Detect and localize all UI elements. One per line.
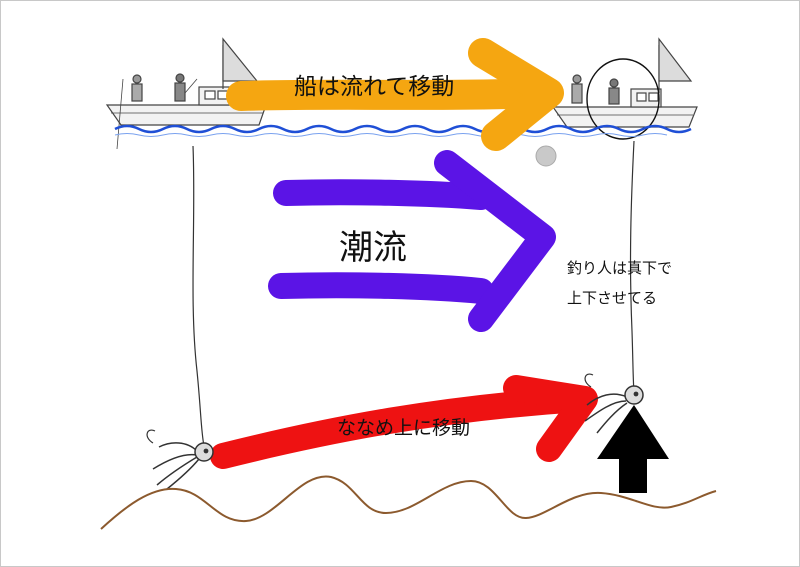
boat-drift-arrow (226, 38, 564, 151)
sinker-ball (535, 145, 557, 167)
water-surface-wave (114, 124, 692, 134)
highlight-circle (586, 58, 660, 140)
jig-move-label: ななめ上に移動 (337, 418, 471, 439)
jig-move-arrow (210, 375, 598, 469)
seabed-line (100, 475, 717, 530)
fishing-boat-left-icon (105, 37, 267, 150)
tide-label: 潮流 (339, 229, 407, 267)
angler-note-line2: 上下させてる (567, 290, 658, 307)
fishing-line-left (192, 145, 205, 447)
jig-up-arrow (597, 405, 669, 493)
squid-jig-left-icon (146, 429, 214, 490)
fishing-boat-right-icon (551, 37, 698, 128)
boat-drift-label: 船は流れて移動 (294, 73, 455, 99)
tide-arrow (268, 150, 556, 332)
fishing-line-right (629, 140, 635, 394)
angler-note-line1: 釣り人は真下で (567, 260, 673, 277)
squid-jig-right-icon (584, 373, 644, 434)
